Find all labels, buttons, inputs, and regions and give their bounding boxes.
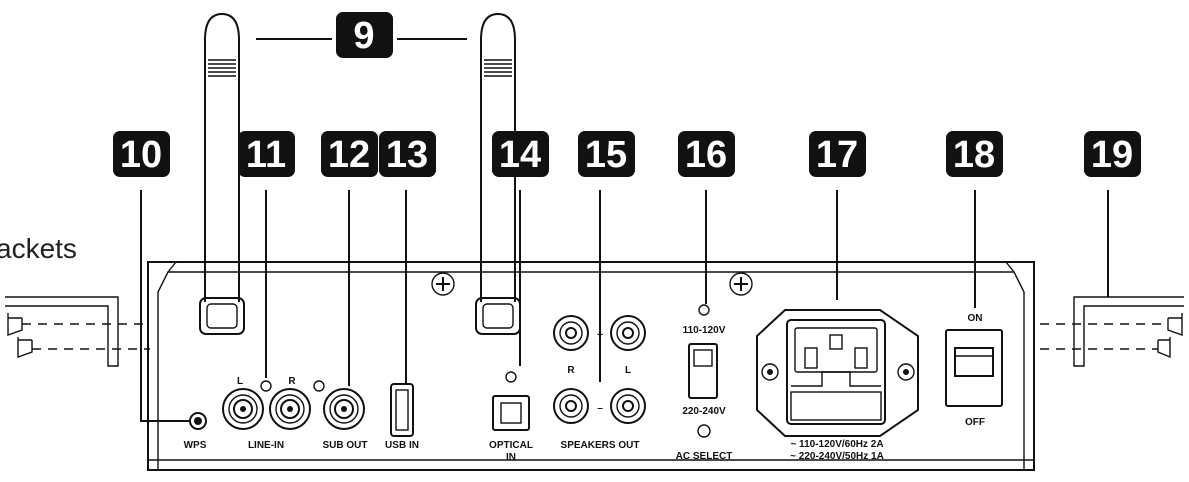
leader-lines bbox=[140, 38, 1109, 422]
ac-power-inlet: ~ 110-120V/60Hz 2A ~ 220-240V/50Hz 1A bbox=[756, 309, 919, 462]
speakers-out-label: SPEAKERS OUT bbox=[561, 440, 640, 451]
sub-out-jack: SUB OUT bbox=[313, 380, 368, 451]
callout-10: 10 bbox=[113, 131, 170, 177]
voltage-220-label: 220-240V bbox=[682, 406, 726, 417]
switch-on-label: ON bbox=[968, 313, 983, 324]
panel-screw-left bbox=[431, 272, 455, 296]
callout-16: 16 bbox=[678, 131, 735, 177]
side-text-brackets: ackets bbox=[0, 233, 77, 264]
optical-in-port: OPTICAL IN bbox=[489, 371, 533, 463]
callout-12-number: 12 bbox=[328, 134, 370, 176]
speaker-minus-label: – bbox=[597, 403, 603, 414]
callout-17: 17 bbox=[809, 131, 866, 177]
callout-11-number: 11 bbox=[246, 134, 286, 176]
usb-in-port: USB IN bbox=[385, 383, 419, 451]
ac-select-switch: 110-120V 220-240V AC SELECT bbox=[676, 304, 733, 462]
callout-15-number: 15 bbox=[585, 134, 627, 176]
callout-19: 19 bbox=[1084, 131, 1141, 177]
callout-13: 13 bbox=[379, 131, 436, 177]
callout-10-number: 10 bbox=[120, 134, 162, 176]
line-in-l-label: L bbox=[237, 376, 243, 387]
line-in-jacks: L R LINE-IN bbox=[222, 376, 311, 451]
voltage-110-label: 110-120V bbox=[683, 325, 726, 336]
callout-17-number: 17 bbox=[816, 134, 858, 176]
antenna-left bbox=[199, 12, 245, 335]
switch-off-label: OFF bbox=[965, 417, 985, 428]
power-spec-line-1: ~ 110-120V/60Hz 2A bbox=[790, 439, 883, 450]
callout-18: 18 bbox=[946, 131, 1003, 177]
callout-11: 11 bbox=[238, 131, 295, 177]
callout-18-number: 18 bbox=[953, 134, 995, 176]
panel-screw-right bbox=[729, 272, 753, 296]
optical-label-1: OPTICAL bbox=[489, 440, 533, 451]
sub-out-label: SUB OUT bbox=[323, 440, 368, 451]
callout-13-number: 13 bbox=[386, 134, 428, 176]
right-mounting-bracket bbox=[1040, 296, 1184, 367]
callout-19-number: 19 bbox=[1091, 134, 1133, 176]
callout-16-number: 16 bbox=[685, 134, 727, 176]
callout-14: 14 bbox=[492, 131, 549, 177]
callout-12: 12 bbox=[321, 131, 378, 177]
ac-select-label: AC SELECT bbox=[676, 451, 733, 462]
callout-14-number: 14 bbox=[499, 134, 541, 176]
chassis-rear-panel bbox=[147, 261, 1035, 471]
usb-in-label: USB IN bbox=[385, 440, 419, 451]
line-in-label: LINE-IN bbox=[248, 440, 284, 451]
callout-9-number: 9 bbox=[353, 15, 374, 57]
callout-9: 9 bbox=[336, 12, 393, 58]
power-spec-line-2: ~ 220-240V/50Hz 1A bbox=[790, 451, 884, 462]
callout-15: 15 bbox=[578, 131, 635, 177]
speaker-r-label: R bbox=[567, 365, 575, 376]
left-mounting-bracket bbox=[5, 296, 150, 367]
wps-button: WPS bbox=[184, 412, 207, 451]
optical-label-2: IN bbox=[506, 452, 516, 463]
power-switch: ON OFF bbox=[945, 313, 1003, 428]
wps-label: WPS bbox=[184, 440, 207, 451]
speaker-l-label: L bbox=[625, 365, 631, 376]
line-in-r-label: R bbox=[288, 376, 296, 387]
